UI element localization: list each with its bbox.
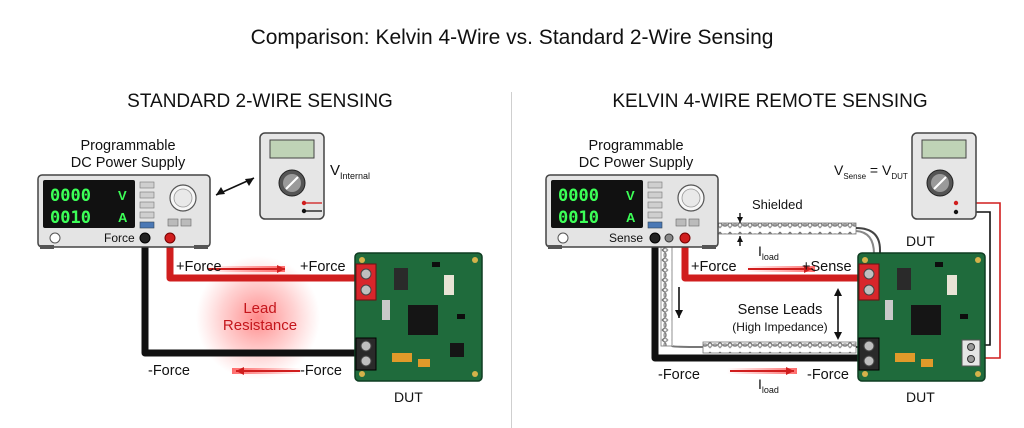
panel-divider	[511, 92, 512, 428]
left-display-current: 0010	[50, 208, 91, 228]
shielded-sense-pair-vertical	[660, 245, 673, 347]
left-plus-force-label-b: +Force	[300, 259, 346, 275]
right-psu-label: Programmable DC Power Supply	[556, 138, 716, 172]
right-psu-label-line1: Programmable	[588, 138, 684, 154]
left-display-voltage: 0000	[50, 186, 91, 206]
lead-resistance-glow	[196, 256, 320, 380]
right-minus-force-label-a: -Force	[658, 367, 700, 383]
left-psu-minus-terminal	[139, 232, 151, 244]
right-psu-sense-terminal	[664, 233, 674, 243]
right-plus-sense-label: +Sense	[802, 259, 852, 275]
right-multimeter	[911, 132, 977, 220]
sense-leads-label: Sense Leads (High Impedance)	[700, 302, 860, 336]
sense-leads-line1: Sense Leads	[737, 302, 823, 318]
left-dut-label: DUT	[394, 389, 423, 405]
left-black-wire	[141, 238, 362, 357]
right-meter-v-sense: V	[834, 162, 844, 178]
right-plus-force-label: +Force	[691, 259, 737, 275]
right-iload-bottom-i: I	[758, 376, 762, 392]
right-meter-v-sense-sub: Sense	[843, 171, 867, 181]
left-panel-graphics	[37, 132, 483, 382]
right-dut-label-bottom: DUT	[906, 389, 935, 405]
right-dut-board	[857, 252, 986, 382]
right-heading: KELVIN 4-WIRE REMOTE SENSING	[612, 91, 928, 112]
left-multimeter	[259, 132, 325, 220]
right-terminal-label: Sense	[609, 231, 644, 245]
left-psu-plus-terminal	[164, 232, 176, 244]
right-iload-bottom-sub: load	[761, 384, 779, 395]
left-psu-label-line1: Programmable	[80, 138, 176, 154]
left-minus-force-label-b: -Force	[300, 363, 342, 379]
right-psu-plus-terminal	[679, 232, 691, 244]
right-iload-bottom-label: Iload	[758, 376, 779, 395]
right-display-current: 0010	[558, 208, 599, 228]
right-panel-graphics	[545, 132, 1001, 382]
left-unit-a: A	[118, 210, 128, 225]
left-meter-label-sub: Internal	[340, 171, 371, 181]
left-meter-label-v: V	[330, 162, 341, 179]
sense-leads-line2: (High Impedance)	[732, 320, 828, 334]
shielded-sense-pair-top	[702, 222, 857, 235]
right-meter-v-dut-sub: DUT	[891, 171, 908, 181]
left-red-wire	[166, 238, 362, 282]
right-dut-label-top: DUT	[906, 233, 935, 249]
left-power-supply	[37, 174, 211, 249]
right-sense-terminal	[961, 339, 981, 367]
right-minus-force-label-b: -Force	[807, 367, 849, 383]
left-terminal-label: Force	[104, 231, 135, 245]
right-iload-top-sub: load	[761, 251, 779, 262]
lead-resistance-line1: Lead	[243, 300, 277, 317]
lead-resistance-line2: Resistance	[222, 317, 298, 334]
right-psu-label-line2: DC Power Supply	[578, 155, 694, 171]
right-red-force-wire	[681, 238, 866, 282]
shielded-sense-pair-bottom	[702, 341, 857, 354]
right-display-voltage: 0000	[558, 186, 599, 206]
main-title: Comparison: Kelvin 4-Wire vs. Standard 2…	[250, 26, 774, 49]
left-dut-board	[354, 252, 483, 382]
left-plus-force-label-a: +Force	[176, 259, 222, 275]
left-heading: STANDARD 2-WIRE SENSING	[127, 91, 393, 112]
left-minus-force-label-a: -Force	[148, 363, 190, 379]
left-psu-label-line2: DC Power Supply	[70, 155, 186, 171]
left-psu-label: Programmable DC Power Supply	[48, 138, 208, 172]
right-black-force-wire	[651, 238, 866, 362]
right-iload-top-label: Iload	[758, 243, 779, 262]
left-unit-v: V	[118, 188, 127, 203]
lead-resistance-label: Lead Resistance	[200, 300, 320, 334]
right-psu-minus-terminal	[649, 232, 661, 244]
right-iload-top-i: I	[758, 243, 762, 259]
meter-red-wire	[956, 202, 1001, 359]
right-meter-eq: = V	[866, 162, 892, 178]
right-power-supply	[545, 174, 719, 249]
right-unit-a: A	[626, 210, 636, 225]
right-meter-label: VSense = VDUT	[834, 162, 908, 181]
left-meter-label: VInternal	[330, 162, 370, 181]
right-unit-v: V	[626, 188, 635, 203]
shielded-label: Shielded	[752, 197, 803, 212]
